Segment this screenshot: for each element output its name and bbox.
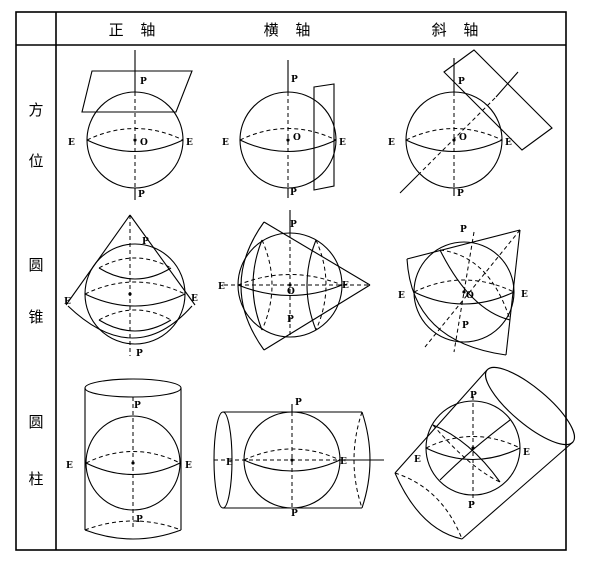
label-p: P [290, 220, 297, 230]
label-p: P [470, 391, 477, 401]
row-label-azimuthal-2: 位 [28, 152, 43, 170]
label-p-south: P [468, 501, 475, 511]
label-p-south: P [462, 321, 469, 331]
header-normal-axis: 正 轴 [109, 21, 162, 39]
diagram-oblique-conic: P O E E P [398, 225, 528, 356]
label-p: P [460, 225, 467, 235]
diagram-normal-cylindrical: P E E P [66, 378, 192, 540]
label-p-south: P [136, 349, 143, 359]
label-e-left: E [388, 138, 395, 148]
label-p-south: P [290, 188, 297, 198]
label-o: O [140, 138, 148, 148]
label-o: O [466, 291, 474, 301]
label-e-right: E [505, 138, 512, 148]
label-e-left: E [226, 458, 233, 468]
label-p: P [291, 75, 298, 85]
row-label-cylindrical-2: 柱 [28, 470, 43, 488]
diagram-normal-azimuthal: P O E E P [68, 50, 193, 200]
table-grid [15, 11, 567, 551]
header-oblique-axis: 斜 轴 [432, 21, 485, 39]
header-transverse-axis: 横 轴 [264, 21, 317, 39]
row-label-conic-2: 锥 [28, 308, 43, 326]
label-e-right: E [186, 138, 193, 148]
label-p: P [295, 398, 302, 408]
label-e-right: E [340, 457, 347, 467]
diagram-transverse-conic: P O E E P [218, 210, 371, 351]
label-p-south: P [287, 315, 294, 325]
label-o: O [459, 133, 467, 143]
label-e-left: E [68, 138, 75, 148]
label-p-south: P [291, 509, 298, 519]
label-p-south: P [457, 189, 464, 199]
diagram-oblique-azimuthal: P O E E P [388, 49, 553, 199]
label-e-right: E [523, 448, 530, 458]
diagram-transverse-azimuthal: P O E E P [222, 60, 346, 198]
diagram-oblique-cylindrical: P E E P [394, 366, 575, 540]
label-e-left: E [64, 297, 71, 307]
label-e-right: E [342, 281, 349, 291]
label-e-right: E [339, 138, 346, 148]
label-e-left: E [222, 138, 229, 148]
label-p: P [140, 77, 147, 87]
label-p: P [134, 401, 141, 411]
label-p-south: P [136, 515, 143, 525]
label-e-left: E [398, 291, 405, 301]
label-e-right: E [185, 461, 192, 471]
label-o: O [287, 287, 295, 297]
label-e-left: E [218, 282, 225, 292]
label-p: P [458, 77, 465, 87]
label-p-south: P [138, 190, 145, 200]
row-label-azimuthal-1: 方 [28, 101, 43, 119]
label-e-right: E [191, 294, 198, 304]
label-o: O [293, 133, 301, 143]
diagram-transverse-cylindrical: P E E P [213, 398, 384, 519]
row-label-conic-1: 圆 [28, 256, 43, 274]
diagram-normal-conic: P E E P [64, 214, 198, 359]
label-e-left: E [414, 455, 421, 465]
label-e-right: E [521, 290, 528, 300]
label-e-left: E [66, 461, 73, 471]
row-label-cylindrical-1: 圆 [28, 413, 43, 431]
label-p: P [142, 237, 149, 247]
